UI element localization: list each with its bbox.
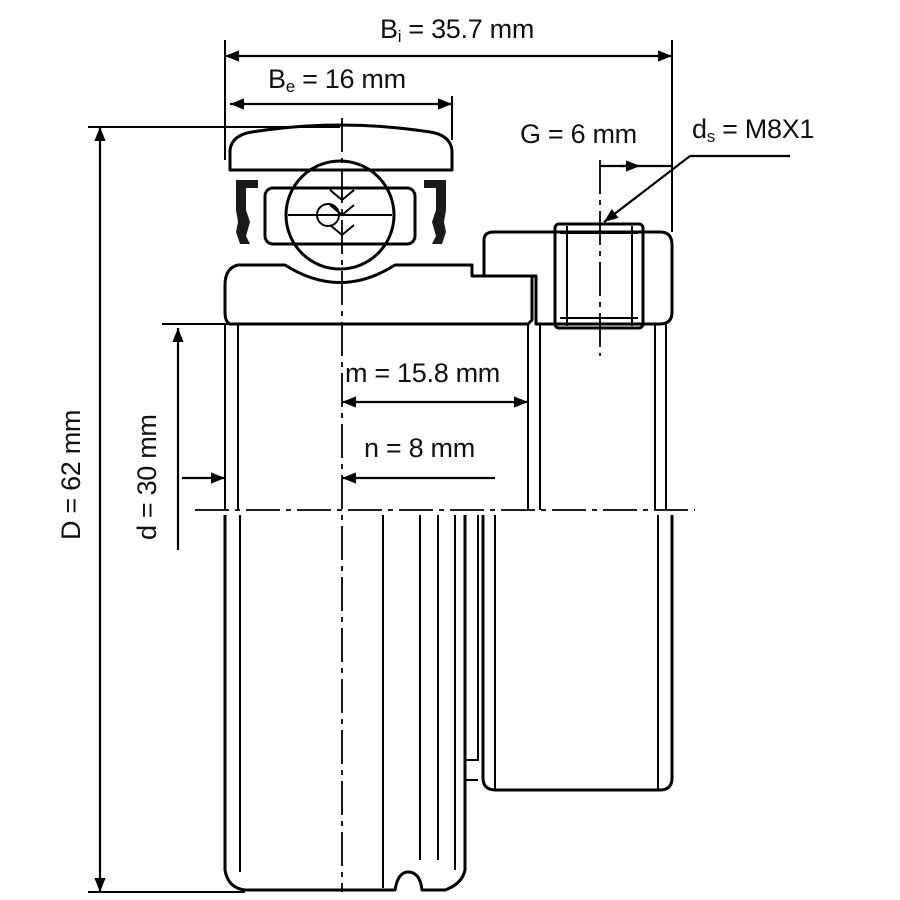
collar-exterior xyxy=(481,515,674,792)
ds-label: ds = M8X1 xyxy=(692,114,814,146)
inner-ring-exterior xyxy=(419,515,479,870)
ball-cage xyxy=(263,159,417,271)
ball xyxy=(284,159,396,271)
extension-lines xyxy=(88,40,673,893)
g-label: G = 6 mm xyxy=(520,119,637,149)
outer-ring-shape xyxy=(228,123,454,172)
bi-label: Bi = 35.7 mm xyxy=(380,14,534,46)
d-label: d = 30 mm xyxy=(132,414,162,540)
ds-leader-arrow xyxy=(603,155,691,223)
inner-ring-shape xyxy=(223,263,534,326)
m-label: m = 15.8 mm xyxy=(345,358,500,388)
inner-ring-section xyxy=(223,263,534,326)
outer-ring-section xyxy=(228,123,454,172)
D-label: D = 62 mm xyxy=(56,410,86,540)
seal-left xyxy=(236,180,258,244)
bore-lines xyxy=(224,324,667,510)
outer-ring-exterior xyxy=(223,515,467,892)
collar-section xyxy=(482,230,674,326)
seal-right xyxy=(424,180,446,244)
n-label: n = 8 mm xyxy=(364,433,475,463)
set-screw xyxy=(553,222,645,330)
be-label: Be = 16 mm xyxy=(268,64,406,96)
collar-shape xyxy=(482,230,674,326)
